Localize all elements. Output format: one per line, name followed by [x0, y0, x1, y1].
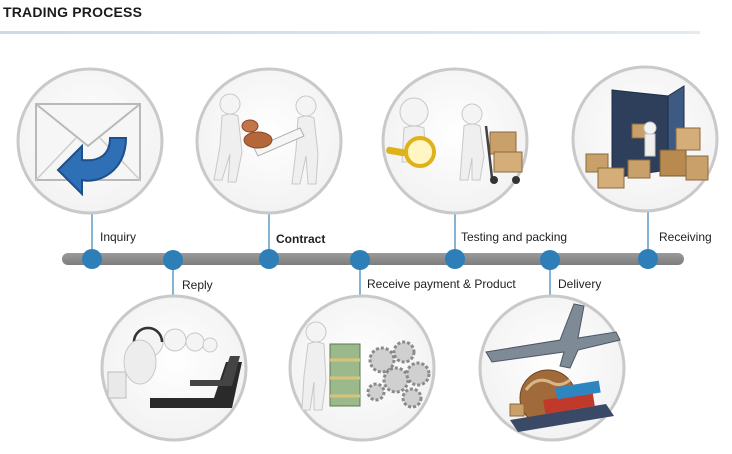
delivery-shipping-icon [485, 303, 621, 432]
label-inquiry: Inquiry [100, 230, 136, 244]
payment-production-icon [301, 321, 431, 411]
customer-service-icon [107, 326, 242, 408]
label-testing-packing: Testing and packing [461, 230, 567, 244]
node-receive-payment [350, 250, 370, 270]
node-inquiry [82, 249, 102, 269]
contract-signing-icon [213, 93, 319, 185]
node-reply [163, 250, 183, 270]
page-title: TRADING PROCESS [3, 4, 143, 20]
step-delivery: Delivery [478, 250, 626, 442]
label-reply: Reply [182, 278, 213, 292]
node-testing-packing [445, 249, 465, 269]
step-receive-payment: Receive payment & Product [288, 250, 516, 442]
step-inquiry: Inquiry [16, 67, 164, 269]
node-contract [259, 249, 279, 269]
step-reply: Reply [100, 250, 248, 442]
step-testing-packing: Testing and packing [381, 67, 567, 269]
step-contract: Contract [195, 67, 343, 269]
timeline-bar [62, 253, 684, 265]
title-divider [0, 31, 700, 34]
label-receive-payment: Receive payment & Product [367, 277, 516, 291]
node-delivery [540, 250, 560, 270]
label-receiving: Receiving [659, 230, 712, 244]
label-contract: Contract [276, 232, 325, 246]
step-receiving: Receiving [571, 65, 719, 269]
node-receiving [638, 249, 658, 269]
label-delivery: Delivery [558, 277, 601, 291]
inspection-packing-icon [386, 97, 523, 184]
envelope-reply-icon [35, 103, 141, 197]
warehouse-receiving-icon [585, 85, 709, 189]
